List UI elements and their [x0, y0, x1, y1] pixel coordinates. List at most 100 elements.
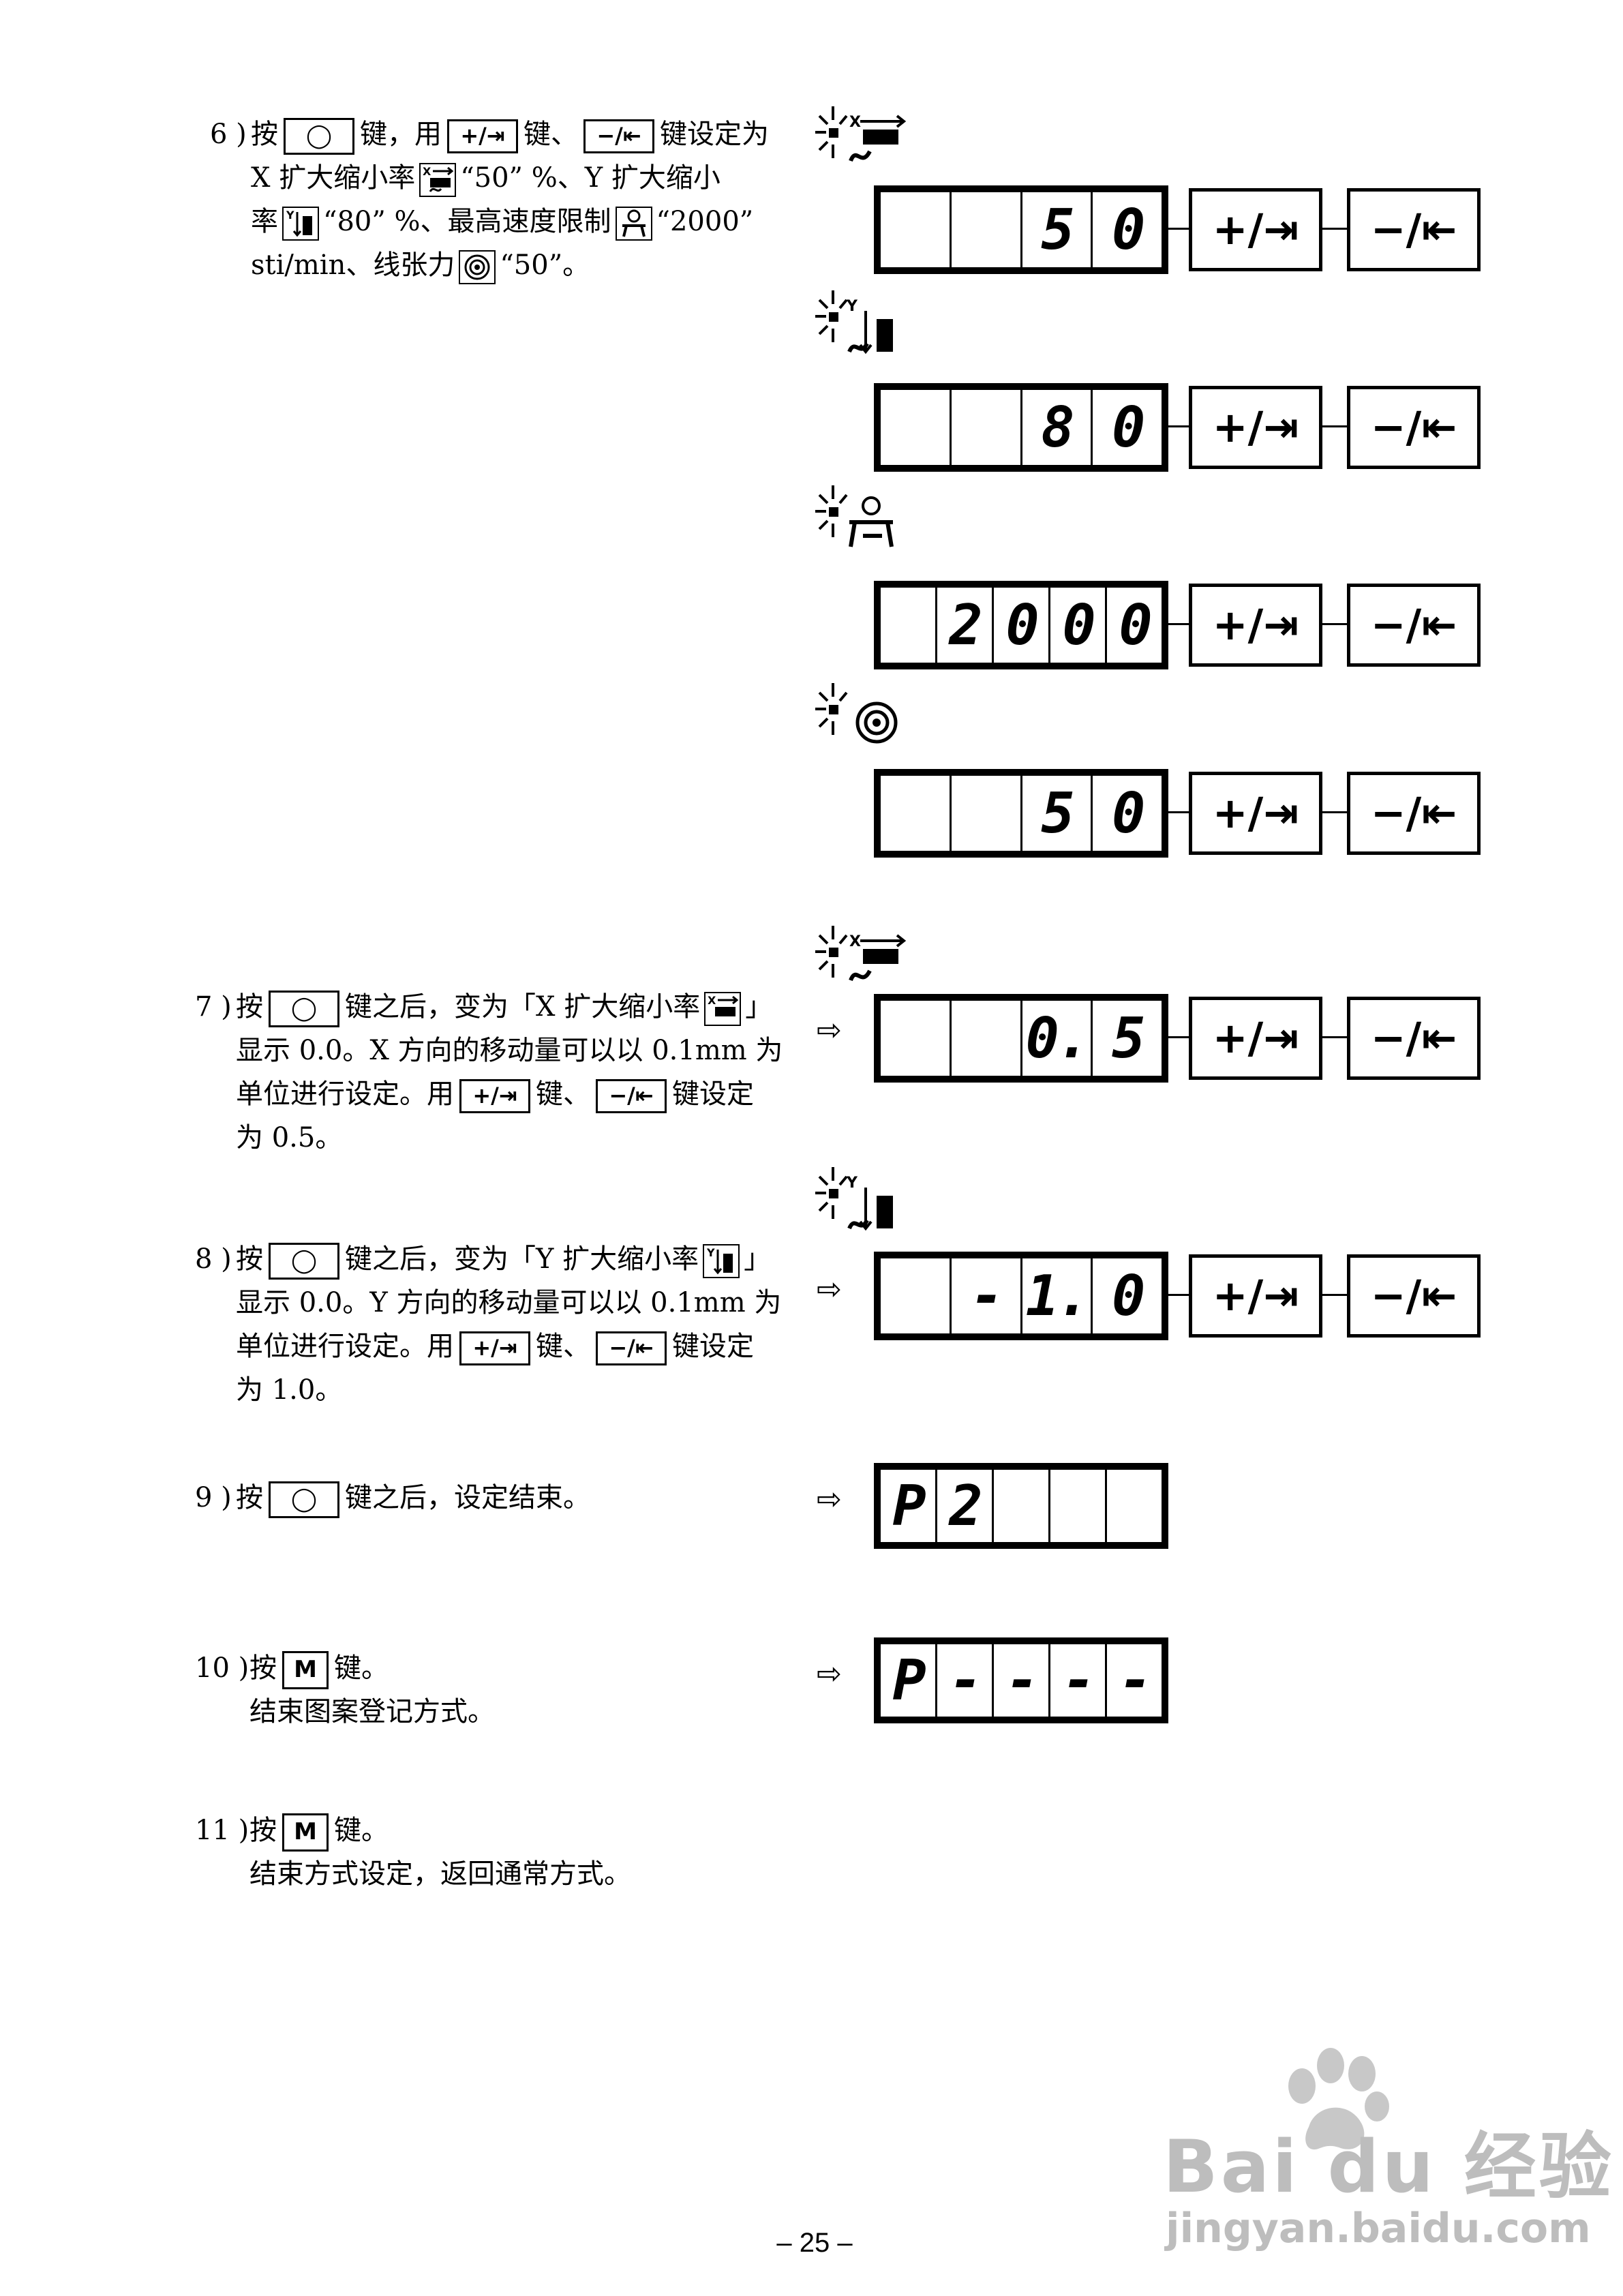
plus-button[interactable]: +/⇥	[1189, 997, 1322, 1080]
step-10-text: 按	[249, 1652, 277, 1684]
lcd-digit	[949, 1001, 1020, 1076]
minus-button[interactable]: −/⇤	[1347, 772, 1481, 855]
lcd-digit: -	[935, 1644, 992, 1717]
lcd-display: 8 0	[874, 383, 1168, 472]
step-6-text: “2000”	[656, 206, 754, 237]
svg-text:Y: Y	[846, 1175, 858, 1192]
step-7-text: 」	[745, 991, 773, 1023]
thread-tension-blink-icon	[815, 683, 898, 744]
step-9-line-1: 按◯键之后，设定结束。	[236, 1477, 590, 1519]
plus-key-icon: +/⇥	[447, 119, 518, 153]
step-10-text: 键。	[334, 1652, 389, 1684]
svg-text:X: X	[423, 165, 431, 178]
svg-text:X: X	[708, 994, 716, 1007]
result-arrow-icon: ⇨	[817, 1272, 842, 1307]
lcd-digit	[881, 390, 950, 465]
lcd-digit: 5	[1020, 192, 1091, 267]
max-speed-icon	[615, 207, 652, 241]
step-8-text: 单位进行设定。用	[236, 1331, 454, 1362]
step-7-text: 按	[236, 991, 263, 1023]
y-scale-blink-icon: Y	[815, 290, 893, 354]
step-6-text: 率	[251, 206, 278, 237]
step-7-number: 7 )	[195, 991, 232, 1023]
x-scale-icon: X	[419, 163, 457, 197]
connector-line	[1168, 1294, 1189, 1296]
step-11-line-2: 结束方式设定，返回通常方式。	[249, 1858, 631, 1890]
step-10-line-2: 结束图案登记方式。	[249, 1696, 495, 1727]
step-10-number: 10 )	[195, 1652, 249, 1684]
step-7-text: 键设定	[672, 1078, 754, 1110]
step-8-text: 键、	[536, 1331, 590, 1362]
step-7-line-3: 单位进行设定。用+/⇥键、−/⇤键设定	[236, 1073, 754, 1115]
y-scale-blink-icon: Y	[815, 1167, 893, 1231]
connector-line	[1168, 623, 1189, 625]
lcd-digit	[881, 192, 950, 267]
step-9-text: 按	[236, 1482, 263, 1513]
lcd-digit	[1048, 1470, 1105, 1542]
cycle-key-icon: ◯	[269, 991, 339, 1027]
step-6-text: X 扩大缩小率	[251, 162, 416, 194]
lcd-display: 5 0	[874, 769, 1168, 858]
watermark-brand: Bai du 经验	[1163, 2125, 1614, 2209]
x-scale-blink-icon: X	[815, 926, 907, 982]
lcd-digit: 0	[992, 588, 1048, 663]
connector-line	[1168, 811, 1189, 813]
result-arrow-icon: ⇨	[817, 1482, 842, 1517]
step-7-line-2: 显示 0.0。X 方向的移动量可以以 0.1mm 为	[236, 1035, 783, 1066]
lcd-digit: -	[1048, 1644, 1105, 1717]
lcd-digit: 0	[1091, 192, 1162, 267]
svg-text:Y: Y	[846, 298, 858, 315]
step-6-text: sti/min、线张力	[251, 250, 455, 281]
step-6-text: 键设定为	[660, 119, 769, 150]
step-8-text: 键之后，变为「Y 扩大缩小率	[345, 1243, 699, 1275]
plus-button[interactable]: +/⇥	[1189, 772, 1322, 855]
step-8-text: 按	[236, 1243, 263, 1275]
minus-key-icon: −/⇤	[596, 1331, 667, 1365]
lcd-digit: 2	[935, 1470, 992, 1542]
connector-line	[1322, 1036, 1347, 1038]
plus-key-icon: +/⇥	[459, 1331, 530, 1365]
step-11-text: 键。	[334, 1815, 389, 1846]
svg-text:X: X	[849, 933, 861, 950]
lcd-display: 0. 5	[874, 994, 1168, 1083]
step-7-text: 单位进行设定。用	[236, 1078, 454, 1110]
connector-line	[1322, 425, 1347, 427]
step-8-number: 8 )	[195, 1243, 232, 1275]
lcd-digit: P	[892, 1473, 926, 1539]
minus-button[interactable]: −/⇤	[1347, 386, 1481, 469]
minus-button[interactable]: −/⇤	[1347, 188, 1481, 271]
step-7-text: 键之后，变为「X 扩大缩小率	[345, 991, 701, 1023]
minus-button[interactable]: −/⇤	[1347, 997, 1481, 1080]
x-scale-blink-icon: X	[815, 106, 907, 162]
step-6-text: “80” %、最高速度限制	[323, 206, 611, 237]
lcd-digit	[949, 192, 1020, 267]
lcd-digit: 5	[1020, 776, 1091, 851]
m-key-icon: M	[282, 1651, 329, 1689]
plus-button[interactable]: +/⇥	[1189, 386, 1322, 469]
step-8-line-2: 显示 0.0。Y 方向的移动量可以以 0.1mm 为	[236, 1287, 782, 1318]
max-speed-blink-icon	[815, 485, 894, 547]
step-6-text: 键，用	[360, 119, 442, 150]
lcd-digit	[992, 1470, 1048, 1542]
y-scale-icon: Y	[282, 207, 319, 241]
step-6-line-4: sti/min、线张力“50”。	[251, 244, 590, 286]
lcd-digit: 8	[1020, 390, 1091, 465]
minus-button[interactable]: −/⇤	[1347, 1254, 1481, 1338]
connector-line	[1168, 425, 1189, 427]
plus-button[interactable]: +/⇥	[1189, 584, 1322, 667]
minus-key-icon: −/⇤	[596, 1079, 667, 1113]
connector-line	[1322, 1294, 1347, 1296]
lcd-digit	[949, 776, 1020, 851]
step-8-line-3: 单位进行设定。用+/⇥键、−/⇤键设定	[236, 1325, 754, 1368]
lcd-digit: 0.	[1020, 1001, 1091, 1076]
plus-button[interactable]: +/⇥	[1189, 1254, 1322, 1338]
step-6-number: 6 )	[210, 119, 247, 150]
m-key-icon: M	[282, 1813, 329, 1852]
connector-line	[1322, 228, 1347, 230]
minus-button[interactable]: −/⇤	[1347, 584, 1481, 667]
x-scale-icon: X	[704, 992, 742, 1026]
plus-button[interactable]: +/⇥	[1189, 188, 1322, 271]
step-7-line-1: 按◯键之后，变为「X 扩大缩小率 X 」	[236, 986, 772, 1028]
